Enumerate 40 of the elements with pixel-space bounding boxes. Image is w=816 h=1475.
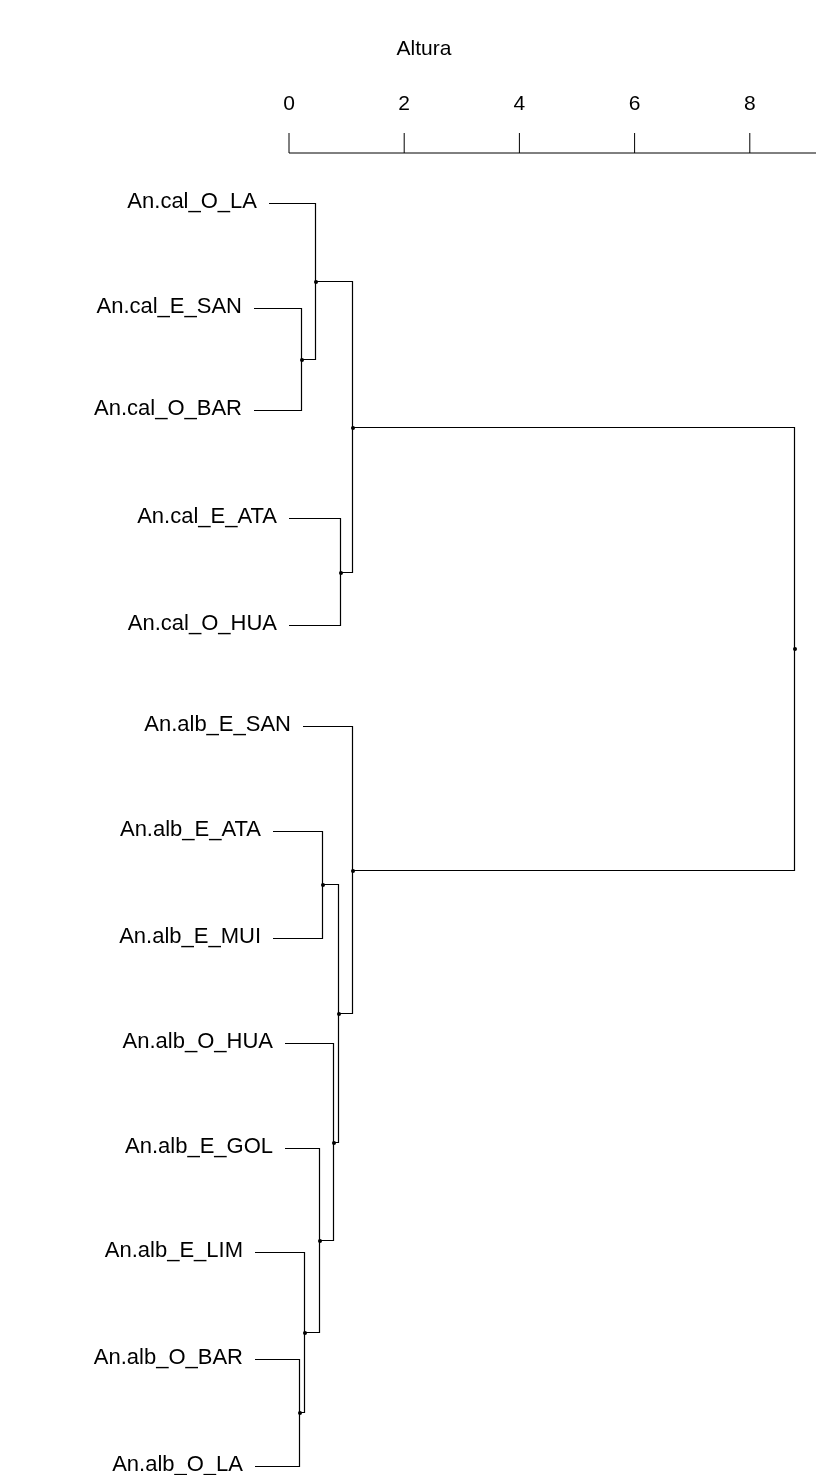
junction-point [338, 570, 343, 575]
dendrogram-branch [284, 1147, 321, 1241]
tick-label: 0 [283, 91, 295, 115]
junction-point [297, 1410, 302, 1415]
junction-point [302, 1330, 307, 1335]
leaf-label: An.alb_E_MUI [119, 923, 261, 949]
junction-point [320, 882, 325, 887]
leaf-label: An.alb_O_BAR [93, 1344, 243, 1370]
dendrogram-branch [268, 202, 317, 282]
junction-point [350, 425, 355, 430]
leaf-label: An.alb_E_SAN [144, 711, 291, 737]
leaf-label: An.alb_E_GOL [125, 1133, 273, 1159]
tick-label: 4 [513, 91, 526, 115]
tick-label: 6 [628, 91, 641, 115]
leaf-label: An.alb_E_ATA [119, 816, 261, 842]
junction-point [350, 868, 355, 873]
dendrogram-branch [272, 830, 324, 885]
tick-label: 8 [743, 91, 756, 115]
leaf-label: An.cal_O_HUA [127, 610, 277, 636]
junction-point [792, 646, 797, 651]
tick-label: 2 [398, 91, 411, 115]
junction-point [331, 1140, 336, 1145]
junction-point [299, 357, 304, 362]
dendrogram-branch [254, 1358, 301, 1413]
leaf-label: An.cal_O_LA [127, 188, 257, 214]
dendrogram-branch [253, 307, 303, 360]
dendrogram-branch [302, 725, 354, 871]
junction-point [313, 279, 318, 284]
dendrogram-branch [254, 1251, 306, 1333]
leaf-label: An.alb_O_LA [112, 1451, 243, 1475]
axis-title: Altura [396, 36, 452, 60]
dendrogram-branch [284, 1042, 335, 1143]
junction-point [336, 1011, 341, 1016]
junction-point [317, 1238, 322, 1243]
leaf-label: An.alb_E_LIM [104, 1237, 243, 1263]
dendrogram-branch [288, 517, 342, 573]
leaf-label: An.cal_E_SAN [96, 293, 242, 319]
leaf-label: An.cal_E_ATA [137, 503, 277, 529]
leaf-label: An.alb_O_HUA [122, 1028, 273, 1054]
leaf-label: An.cal_O_BAR [94, 395, 242, 421]
